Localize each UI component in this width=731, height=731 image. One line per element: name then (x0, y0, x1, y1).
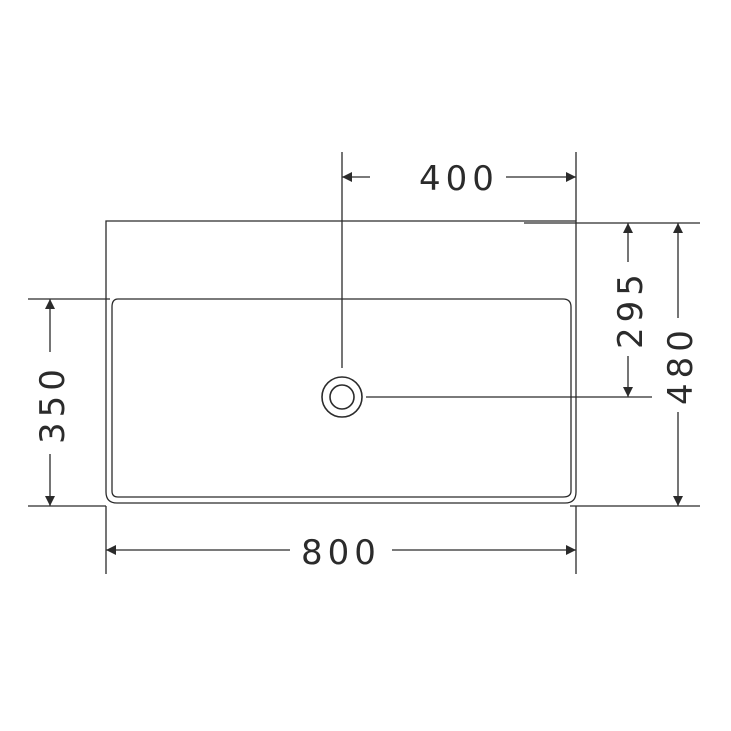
dim-label-350: 350 (33, 364, 73, 444)
dim-label-400: 400 (419, 159, 499, 199)
drain-outer-ring (321, 376, 363, 418)
basin-outer-outline (105, 220, 577, 504)
dim-label-295: 295 (611, 269, 651, 349)
dim-label-480: 480 (661, 325, 701, 405)
dim-label-800: 800 (301, 533, 381, 573)
drain-inner-ring (329, 384, 355, 410)
basin-inner-bowl (111, 298, 572, 498)
